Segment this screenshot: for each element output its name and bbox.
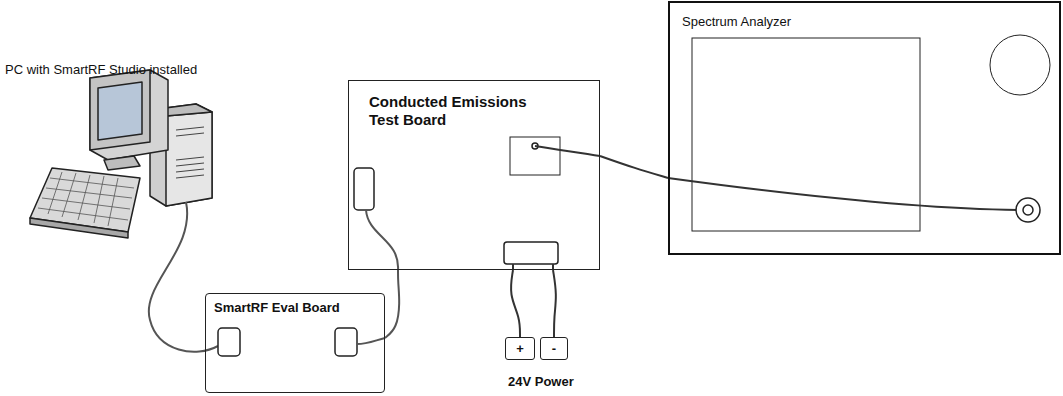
test-board: Conducted Emissions Test Board [348,80,600,270]
node-title: - [552,341,556,357]
rf-port-pad [510,137,560,175]
cable-stub [357,338,385,344]
node-title: SmartRF Eval Board [214,300,376,316]
spectrum-analyzer: Spectrum Analyzer [668,1,1061,255]
node-title: Spectrum Analyzer [682,14,1047,30]
pc-illustration [30,70,212,238]
power-terminal: + [505,337,535,360]
monitor-stand [104,156,140,170]
eval-connector-left [218,328,240,356]
monitor-screen [98,82,142,140]
eval-board: SmartRF Eval Board [205,293,385,393]
node-title: Conducted Emissions Test Board [369,93,539,129]
pc-tower-slots [176,127,204,178]
cable [553,270,556,337]
coax-stub [535,146,600,156]
node-title: + [516,341,524,357]
monitor-front [90,70,150,150]
usb-cable [149,202,218,352]
power-connector [504,242,558,264]
power-label: 24V Power [508,374,574,389]
keyboard-keys [38,172,134,226]
board-connector-left [354,168,374,210]
monitor [90,70,168,160]
keyboard-edge [30,218,128,238]
cable-stub [366,210,398,270]
pc-tower-side [166,112,212,206]
eval-connector-right [335,328,357,356]
cable [385,270,399,338]
power-terminal: - [540,337,568,360]
cable [600,156,668,178]
analyzer-port [1016,198,1040,222]
coax-stub [668,178,1028,210]
pc-caption: PC with SmartRF Studio installed [5,62,197,77]
analyzer-port-inner [1023,205,1033,215]
cable [511,270,520,337]
analyzer-knob [990,35,1050,95]
